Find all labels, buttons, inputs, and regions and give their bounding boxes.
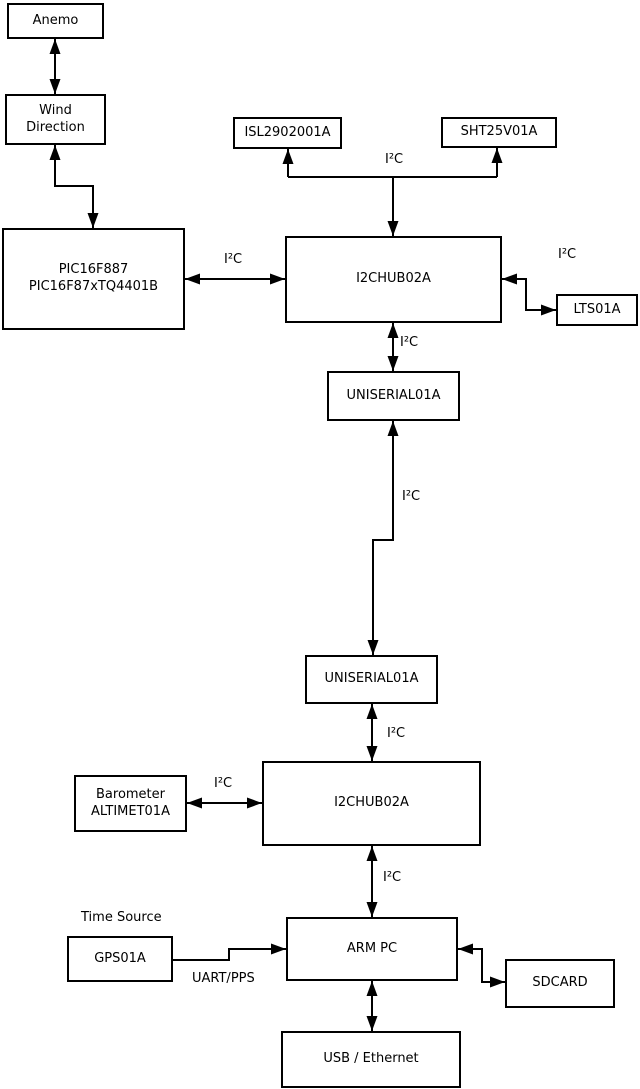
node-anemometer: Anemo <box>7 3 104 39</box>
edge-wind-pic <box>49 145 99 228</box>
node-uniserial-1: UNISERIAL01A <box>327 371 460 421</box>
time-source-label: Time Source <box>81 910 162 925</box>
node-barometer: Barometer ALTIMET01A <box>74 775 187 832</box>
node-wind-direction: Wind Direction <box>5 94 106 145</box>
node-uniserial-2: UNISERIAL01A <box>305 655 438 704</box>
node-pic-microcontroller: PIC16F887 PIC16F87xTQ4401B <box>2 228 185 330</box>
edge-label-i2c-hub1-uniserial1: I²C <box>400 335 419 350</box>
node-arm-pc: ARM PC <box>286 917 458 981</box>
edge-label-i2c-barometer-hub2: I²C <box>214 776 233 791</box>
node-sht25v01a: SHT25V01A <box>441 117 557 148</box>
node-lts01a: LTS01A <box>556 294 638 326</box>
node-i2c-hub-1: I2CHUB02A <box>285 236 502 323</box>
node-isl2902001a: ISL2902001A <box>233 117 342 149</box>
edge-arm-sdcard <box>458 943 505 988</box>
edge-uniserial1-uniserial2 <box>367 421 399 655</box>
edge-label-i2c-hub2-arm: I²C <box>383 870 402 885</box>
node-sdcard: SDCARD <box>505 959 615 1008</box>
node-gps01a: GPS01A <box>67 936 173 982</box>
edge-label-i2c-lts: I²C <box>558 247 577 262</box>
edge-label-i2c-uniserial2-hub2: I²C <box>387 726 406 741</box>
edge-gps-arm <box>173 943 286 961</box>
edge-hub1-lts <box>502 273 556 316</box>
edge-label-uart-pps: UART/PPS <box>192 971 255 986</box>
edge-label-i2c-uniserial1-uniserial2: I²C <box>402 489 421 504</box>
node-i2c-hub-2: I2CHUB02A <box>262 761 481 846</box>
edge-label-i2c-pic-hub1: I²C <box>224 252 243 267</box>
edge-label-i2c-bus-top: I²C <box>385 152 404 167</box>
node-usb-ethernet: USB / Ethernet <box>281 1031 461 1088</box>
